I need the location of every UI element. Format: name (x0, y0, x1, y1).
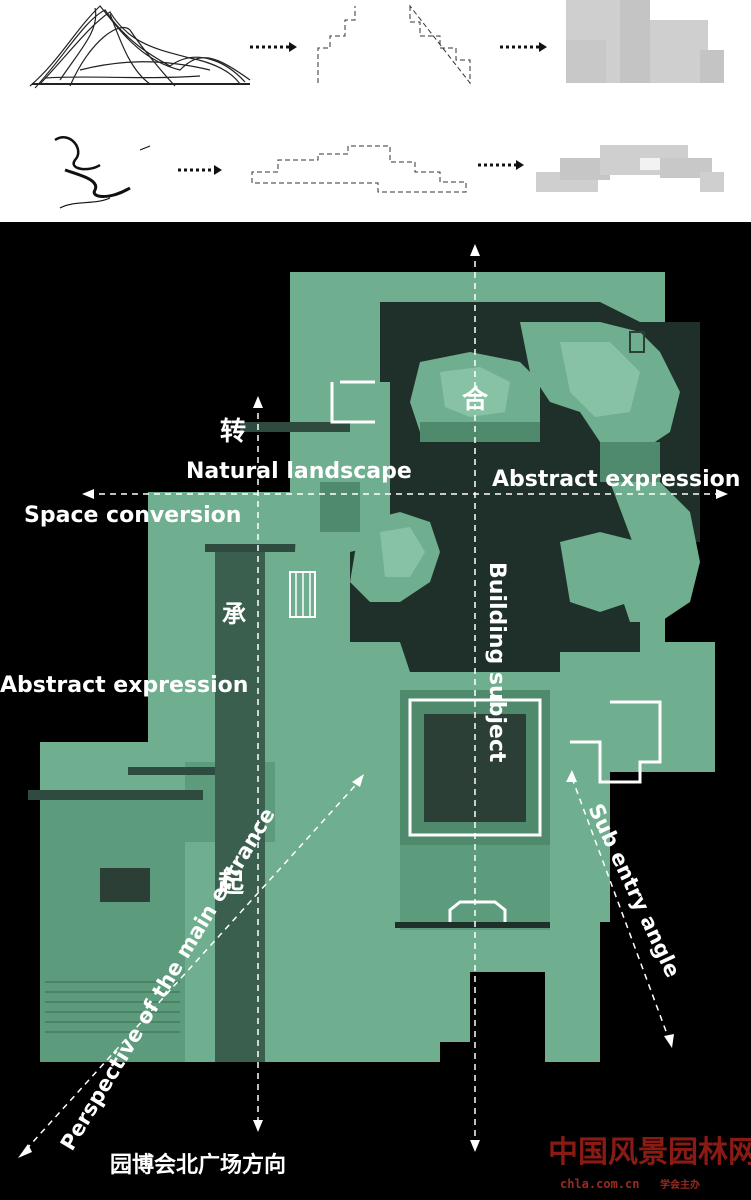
watermark-url: chla.com.cn (560, 1177, 639, 1191)
watermark-seal: 学会主办 (660, 1178, 700, 1191)
stage-qi: 起 (218, 869, 245, 899)
abstract-outline-shape (251, 145, 467, 193)
watermark-logo: 中国风景园林网 chla.com.cn 学会主办 (548, 1135, 751, 1191)
label-building-subject: Building subject (484, 562, 509, 763)
corridor (215, 552, 265, 1062)
label-abstract-expression-right: Abstract expression (492, 467, 740, 492)
left-wing-detail (40, 762, 275, 1062)
pavilion-block (100, 868, 150, 902)
process-arrow-icon (500, 42, 547, 52)
process-arrow-icon (478, 160, 524, 170)
axis-arrowheads-icon (18, 244, 728, 1158)
water-sketch-icon (54, 136, 151, 209)
process-arrow-icon (178, 165, 222, 175)
massing-blocks-shape (566, 0, 724, 83)
watermark-title: 中国风景园林网 (548, 1135, 751, 1170)
label-north-square: 园博会北广场方向 (110, 1152, 286, 1178)
label-natural-landscape: Natural landscape (186, 459, 412, 484)
entrance-gate (448, 900, 507, 922)
abstract-outline-shape (317, 4, 471, 85)
site-plan-diagram: 转 合 承 起 Natural landscape Abstract expre… (0, 222, 751, 1200)
mountain-sketch-icon (29, 5, 251, 89)
massing-blocks-shape (536, 145, 724, 192)
landscape-mid (320, 422, 660, 532)
label-space-conversion: Space conversion (24, 503, 241, 528)
stair-lines (45, 981, 180, 1033)
stage-zhuan: 转 (220, 417, 246, 447)
label-abstract-expression-left: Abstract expression (0, 673, 248, 698)
landscape-highlights (380, 342, 640, 577)
process-arrow-icon (250, 42, 297, 52)
stage-he: 合 (462, 384, 489, 415)
stage-cheng: 承 (222, 600, 246, 628)
sub-entry-edge (570, 700, 662, 784)
concept-process-diagram (0, 0, 751, 222)
axis-lines (21, 250, 722, 1155)
